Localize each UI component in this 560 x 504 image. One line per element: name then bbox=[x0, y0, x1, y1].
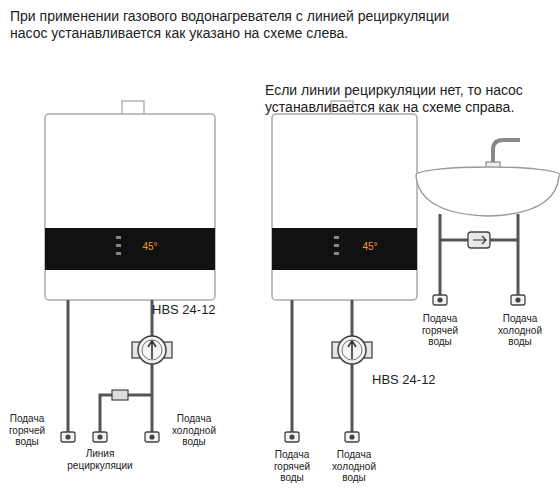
pump-model: HBS 24-12 bbox=[152, 302, 232, 318]
pipe-label: Подача горячей воды bbox=[2, 413, 52, 448]
pump bbox=[132, 336, 172, 364]
fitting bbox=[511, 295, 525, 305]
pipe-label: Подача холодной воды bbox=[492, 313, 548, 348]
title: При применении газового водонагревателя … bbox=[10, 8, 480, 42]
water-heater bbox=[45, 101, 215, 300]
check-valve bbox=[112, 390, 128, 400]
water-heater bbox=[272, 101, 417, 300]
pipe-label: Подача холодной воды bbox=[166, 413, 222, 448]
pipes bbox=[440, 214, 518, 295]
pipe-label: Подача горячей воды bbox=[414, 313, 466, 348]
display-value: 45° bbox=[350, 241, 390, 253]
pipes bbox=[68, 300, 152, 432]
fitting bbox=[433, 295, 447, 305]
fitting bbox=[61, 432, 75, 442]
fitting bbox=[145, 432, 159, 442]
pipe-label: Подача холодной воды bbox=[326, 449, 382, 484]
fitting bbox=[93, 432, 107, 442]
note: Если линии рециркуляции нет, то насос ус… bbox=[265, 82, 555, 116]
display-value: 45° bbox=[130, 241, 170, 253]
pump-model: HBS 24-12 bbox=[372, 372, 452, 388]
pump bbox=[332, 336, 372, 364]
pump bbox=[468, 232, 490, 248]
pipes bbox=[292, 300, 352, 432]
pipe-label: Линия рециркуляции bbox=[60, 448, 140, 471]
sink bbox=[416, 140, 560, 216]
fitting bbox=[345, 432, 359, 442]
pipe-label: Подача горячей воды bbox=[266, 449, 318, 484]
fitting bbox=[285, 432, 299, 442]
